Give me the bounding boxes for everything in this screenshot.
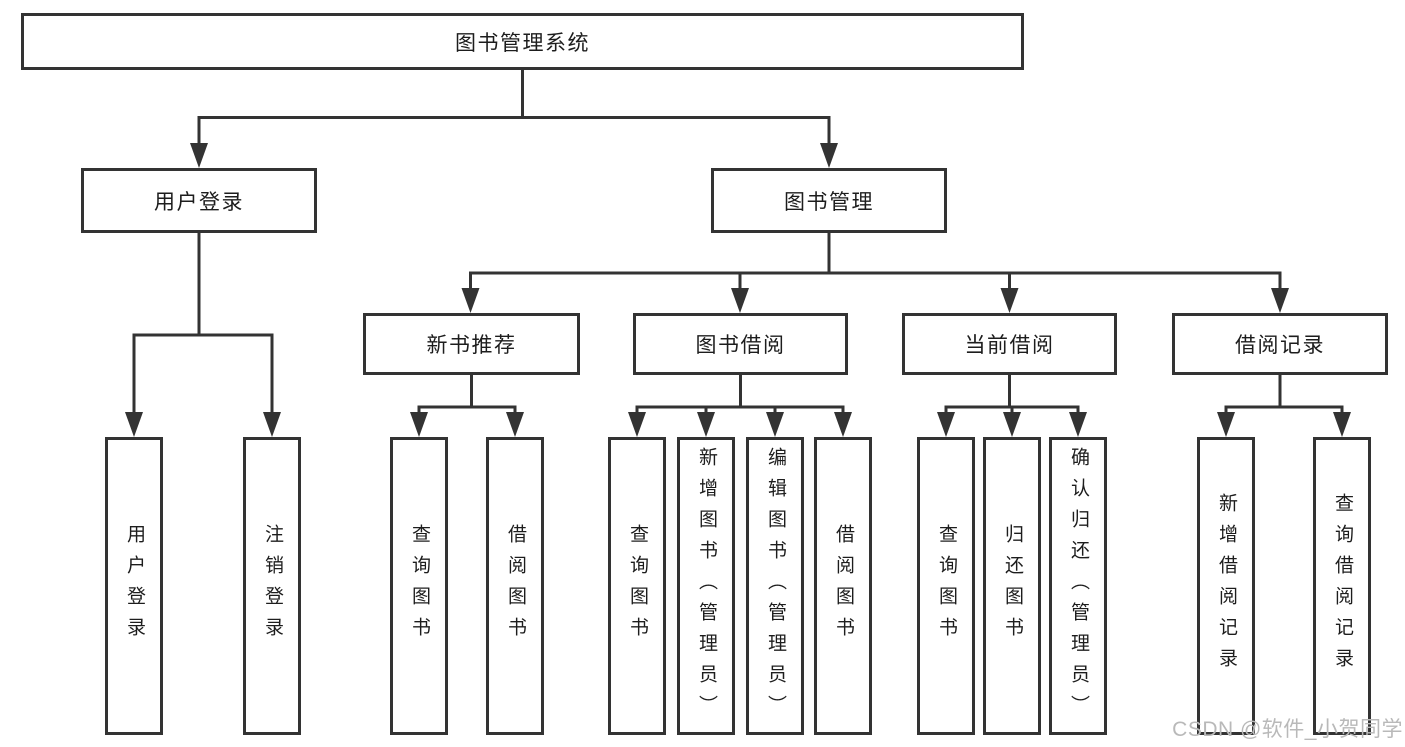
leaf-label: 查询图书 [626, 524, 648, 648]
leaf-label: 注销登录 [261, 524, 283, 648]
csdn-watermark: CSDN @软件_小贺同学 [1172, 718, 1403, 741]
leaf-label: 新增借阅记录 [1215, 493, 1237, 679]
leaf-edit-books-admin: 编辑图书（管理员） [746, 437, 804, 735]
leaf-label: 借阅图书 [504, 524, 526, 648]
leaf-confirm-return-admin: 确认归还（管理员） [1049, 437, 1107, 735]
node-root-label: 图书管理系统 [455, 31, 590, 55]
node-new-book-recommend: 新书推荐 [363, 313, 580, 375]
leaf-label: 用户登录 [123, 524, 145, 648]
leaf-query-borrow-record: 查询借阅记录 [1313, 437, 1371, 735]
leaf-user-login: 用户登录 [105, 437, 163, 735]
leaf-label: 借阅图书 [832, 524, 854, 648]
node-label: 借阅记录 [1235, 334, 1325, 357]
node-book-borrowing: 图书借阅 [633, 313, 848, 375]
leaf-query-books: 查询图书 [917, 437, 975, 735]
leaf-query-books: 查询图书 [608, 437, 666, 735]
node-label: 新书推荐 [426, 334, 517, 357]
node-root-system: 图书管理系统 [21, 13, 1024, 70]
leaf-label: 查询借阅记录 [1331, 493, 1353, 679]
leaf-logout: 注销登录 [243, 437, 301, 735]
leaf-label: 新增图书（管理员） [695, 446, 717, 726]
leaf-query-books: 查询图书 [390, 437, 448, 735]
node-borrowing-records: 借阅记录 [1172, 313, 1388, 375]
leaf-label: 确认归还（管理员） [1067, 446, 1089, 726]
node-book-management: 图书管理 [711, 168, 947, 233]
leaf-label: 查询图书 [408, 524, 430, 648]
leaf-add-books-admin: 新增图书（管理员） [677, 437, 735, 735]
node-label: 用户登录 [154, 190, 244, 214]
leaf-borrow-books: 借阅图书 [814, 437, 872, 735]
node-label: 当前借阅 [964, 334, 1055, 357]
leaf-label: 归还图书 [1001, 524, 1023, 648]
node-current-borrowing: 当前借阅 [902, 313, 1117, 375]
leaf-add-borrow-record: 新增借阅记录 [1197, 437, 1255, 735]
leaf-label: 查询图书 [935, 524, 957, 648]
leaf-label: 编辑图书（管理员） [764, 446, 786, 726]
leaf-return-books: 归还图书 [983, 437, 1041, 735]
node-user-login: 用户登录 [81, 168, 317, 233]
leaf-borrow-books: 借阅图书 [486, 437, 544, 735]
node-label: 图书借阅 [695, 334, 786, 357]
node-label: 图书管理 [784, 190, 874, 214]
